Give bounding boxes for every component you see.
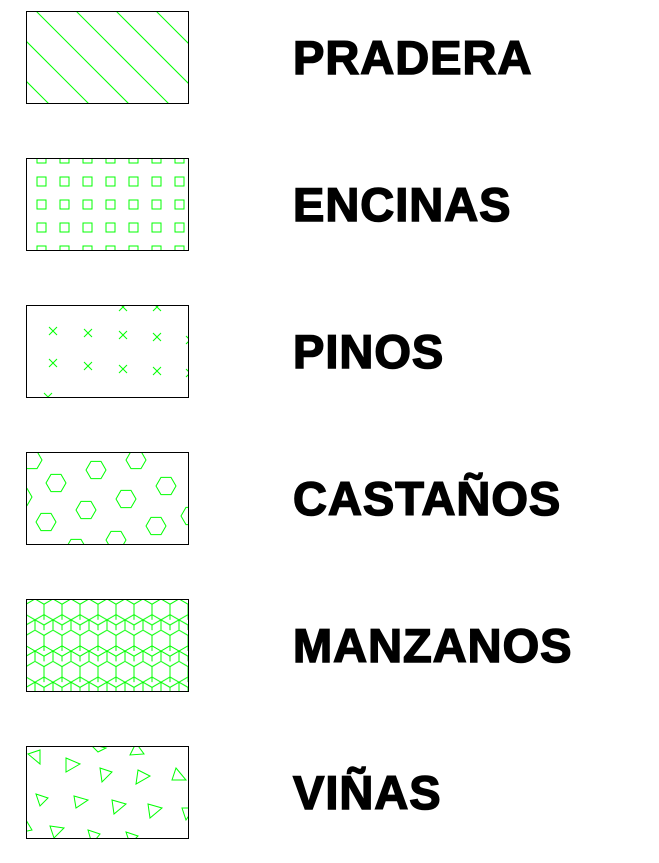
legend-row-vinas: VIÑAS — [0, 746, 659, 840]
legend-row-manzanos: MANZANOS — [0, 599, 659, 693]
legend-label-manzanos: MANZANOS — [292, 619, 573, 672]
pinos-hatch-swatch — [26, 305, 189, 398]
legend-row-pinos: PINOS — [0, 305, 659, 399]
manzanos-hatch-swatch — [26, 599, 189, 692]
legend-label-pinos: PINOS — [292, 325, 445, 378]
scattered-triangles-pattern-icon — [26, 746, 189, 839]
diagonal-lines-pattern-icon — [26, 11, 189, 104]
legend-label-pradera: PRADERA — [292, 31, 533, 84]
vinas-hatch-swatch — [26, 746, 189, 839]
crosses-pattern-icon — [26, 305, 189, 398]
castanos-hatch-swatch — [26, 452, 189, 545]
squares-grid-pattern-icon — [26, 158, 189, 251]
scattered-hexagons-pattern-icon — [26, 452, 189, 545]
hexagon-mesh-pattern-icon — [26, 599, 189, 692]
legend-label-vinas: VIÑAS — [292, 766, 442, 819]
legend-row-encinas: ENCINAS — [0, 158, 659, 252]
legend-label-encinas: ENCINAS — [292, 178, 512, 231]
legend-label-castanos: CASTAÑOS — [292, 472, 562, 525]
legend-row-pradera: PRADERA — [0, 11, 659, 105]
pradera-hatch-swatch — [26, 11, 189, 104]
legend-row-castanos: CASTAÑOS — [0, 452, 659, 546]
encinas-hatch-swatch — [26, 158, 189, 251]
